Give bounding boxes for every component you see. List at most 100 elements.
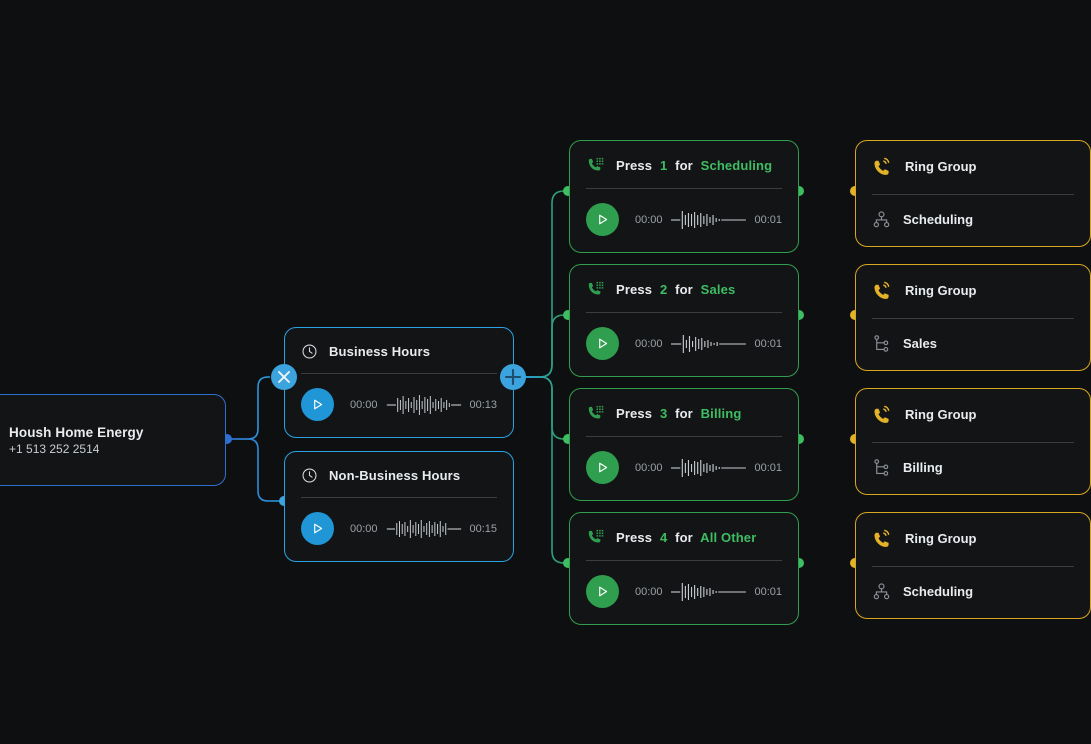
audio-waveform[interactable] bbox=[670, 208, 748, 232]
divider bbox=[586, 188, 782, 189]
ring-group-title: Ring Group bbox=[905, 283, 977, 298]
card-title: Non-Business Hours bbox=[329, 468, 461, 483]
phone-ringing-icon bbox=[874, 529, 890, 547]
play-button[interactable] bbox=[586, 327, 619, 360]
business-hours-card[interactable]: Business Hours 00:00 bbox=[284, 327, 514, 438]
audio-start-time: 00:00 bbox=[350, 398, 378, 411]
ring-group-member-label: Scheduling bbox=[903, 212, 974, 227]
play-button[interactable] bbox=[301, 388, 334, 421]
non-business-hours-card[interactable]: Non-Business Hours 00:00 bbox=[284, 451, 514, 562]
divider bbox=[586, 560, 782, 561]
ivr-option-card-1[interactable]: Press 1 for Scheduling 00:00 bbox=[569, 140, 799, 253]
remove-branch-button[interactable] bbox=[271, 364, 297, 390]
audio-end-time: 00:01 bbox=[754, 461, 782, 474]
ivr-option-title: Press 1 for Scheduling bbox=[616, 158, 776, 173]
audio-start-time: 00:00 bbox=[635, 337, 663, 350]
phone-ringing-icon bbox=[874, 157, 890, 175]
ring-group-member[interactable]: Billing bbox=[856, 443, 1090, 494]
ivr-option-title: Press 3 for Billing bbox=[616, 406, 745, 421]
ivr-destination: All Other bbox=[700, 530, 757, 545]
card-header: Business Hours bbox=[285, 328, 513, 373]
card-header: Ring Group bbox=[856, 141, 1090, 194]
ring-group-member[interactable]: Scheduling bbox=[856, 195, 1090, 246]
press-label: Press bbox=[616, 530, 653, 545]
ivr-destination: Scheduling bbox=[700, 158, 773, 173]
ring-group-card-2[interactable]: Ring Group Sales bbox=[855, 264, 1091, 371]
phone-keypad-icon bbox=[588, 157, 604, 171]
audio-start-time: 00:00 bbox=[350, 522, 378, 535]
card-header: Ring Group bbox=[856, 265, 1090, 318]
play-icon bbox=[599, 214, 608, 225]
divider bbox=[872, 194, 1074, 195]
press-label: Press bbox=[616, 282, 653, 297]
ring-group-card-4[interactable]: Ring Group Scheduling bbox=[855, 512, 1091, 619]
card-header: Ring Group bbox=[856, 513, 1090, 566]
phone-keypad-icon bbox=[588, 405, 604, 419]
ivr-digit: 2 bbox=[659, 282, 668, 297]
play-icon bbox=[599, 338, 608, 349]
press-label: Press bbox=[616, 158, 653, 173]
ivr-digit: 4 bbox=[659, 530, 668, 545]
for-label: for bbox=[675, 158, 693, 173]
card-header: Press 1 for Scheduling bbox=[570, 141, 798, 188]
ring-group-member[interactable]: Scheduling bbox=[856, 567, 1090, 618]
divider bbox=[872, 442, 1074, 443]
divider bbox=[586, 312, 782, 313]
ivr-option-card-3[interactable]: Press 3 for Billing 00:00 bbox=[569, 388, 799, 501]
play-button[interactable] bbox=[586, 203, 619, 236]
audio-waveform[interactable] bbox=[385, 393, 463, 417]
divider bbox=[301, 497, 497, 498]
company-phone: +1 513 252 2514 bbox=[9, 441, 100, 456]
audio-player[interactable]: 00:00 00:01 bbox=[570, 313, 798, 376]
org-chart-icon bbox=[873, 211, 890, 228]
card-header: Non-Business Hours bbox=[285, 452, 513, 497]
play-button[interactable] bbox=[586, 575, 619, 608]
audio-player[interactable]: 00:00 00:15 bbox=[285, 498, 513, 561]
audio-waveform[interactable] bbox=[670, 456, 748, 480]
ring-group-title: Ring Group bbox=[905, 531, 977, 546]
ivr-digit: 3 bbox=[659, 406, 668, 421]
for-label: for bbox=[675, 530, 693, 545]
company-node[interactable]: Housh Home Energy +1 513 252 2514 bbox=[0, 394, 226, 486]
branch-icon bbox=[874, 459, 889, 476]
audio-player[interactable]: 00:00 00:13 bbox=[285, 374, 513, 437]
ivr-option-card-4[interactable]: Press 4 for All Other 00:00 bbox=[569, 512, 799, 625]
card-header: Press 2 for Sales bbox=[570, 265, 798, 312]
for-label: for bbox=[675, 406, 693, 421]
divider bbox=[872, 318, 1074, 319]
clock-icon bbox=[302, 344, 317, 359]
audio-player[interactable]: 00:00 00:01 bbox=[570, 189, 798, 252]
audio-player[interactable]: 00:00 00:01 bbox=[570, 437, 798, 500]
audio-waveform[interactable] bbox=[670, 332, 748, 356]
audio-start-time: 00:00 bbox=[635, 461, 663, 474]
play-button[interactable] bbox=[301, 512, 334, 545]
ring-group-card-1[interactable]: Ring Group Scheduling bbox=[855, 140, 1091, 247]
audio-waveform[interactable] bbox=[385, 517, 463, 541]
company-name: Housh Home Energy bbox=[9, 424, 144, 440]
for-label: for bbox=[675, 282, 693, 297]
phone-keypad-icon bbox=[588, 281, 604, 295]
audio-player[interactable]: 00:00 00:01 bbox=[570, 561, 798, 624]
audio-waveform[interactable] bbox=[670, 580, 748, 604]
ivr-option-card-2[interactable]: Press 2 for Sales 00:00 bbox=[569, 264, 799, 377]
divider bbox=[872, 566, 1074, 567]
plus-icon bbox=[504, 368, 522, 386]
ring-group-member-label: Scheduling bbox=[903, 584, 974, 599]
press-label: Press bbox=[616, 406, 653, 421]
play-icon bbox=[599, 462, 608, 473]
divider bbox=[301, 373, 497, 374]
ring-group-card-3[interactable]: Ring Group Billing bbox=[855, 388, 1091, 495]
audio-end-time: 00:01 bbox=[754, 585, 782, 598]
divider bbox=[586, 436, 782, 437]
ring-group-title: Ring Group bbox=[905, 159, 977, 174]
play-icon bbox=[314, 523, 323, 534]
play-button[interactable] bbox=[586, 451, 619, 484]
audio-end-time: 00:15 bbox=[469, 522, 497, 535]
audio-end-time: 00:01 bbox=[754, 337, 782, 350]
phone-ringing-icon bbox=[874, 281, 890, 299]
ring-group-member[interactable]: Sales bbox=[856, 319, 1090, 370]
add-branch-button[interactable] bbox=[500, 364, 526, 390]
ivr-option-title: Press 2 for Sales bbox=[616, 282, 739, 297]
